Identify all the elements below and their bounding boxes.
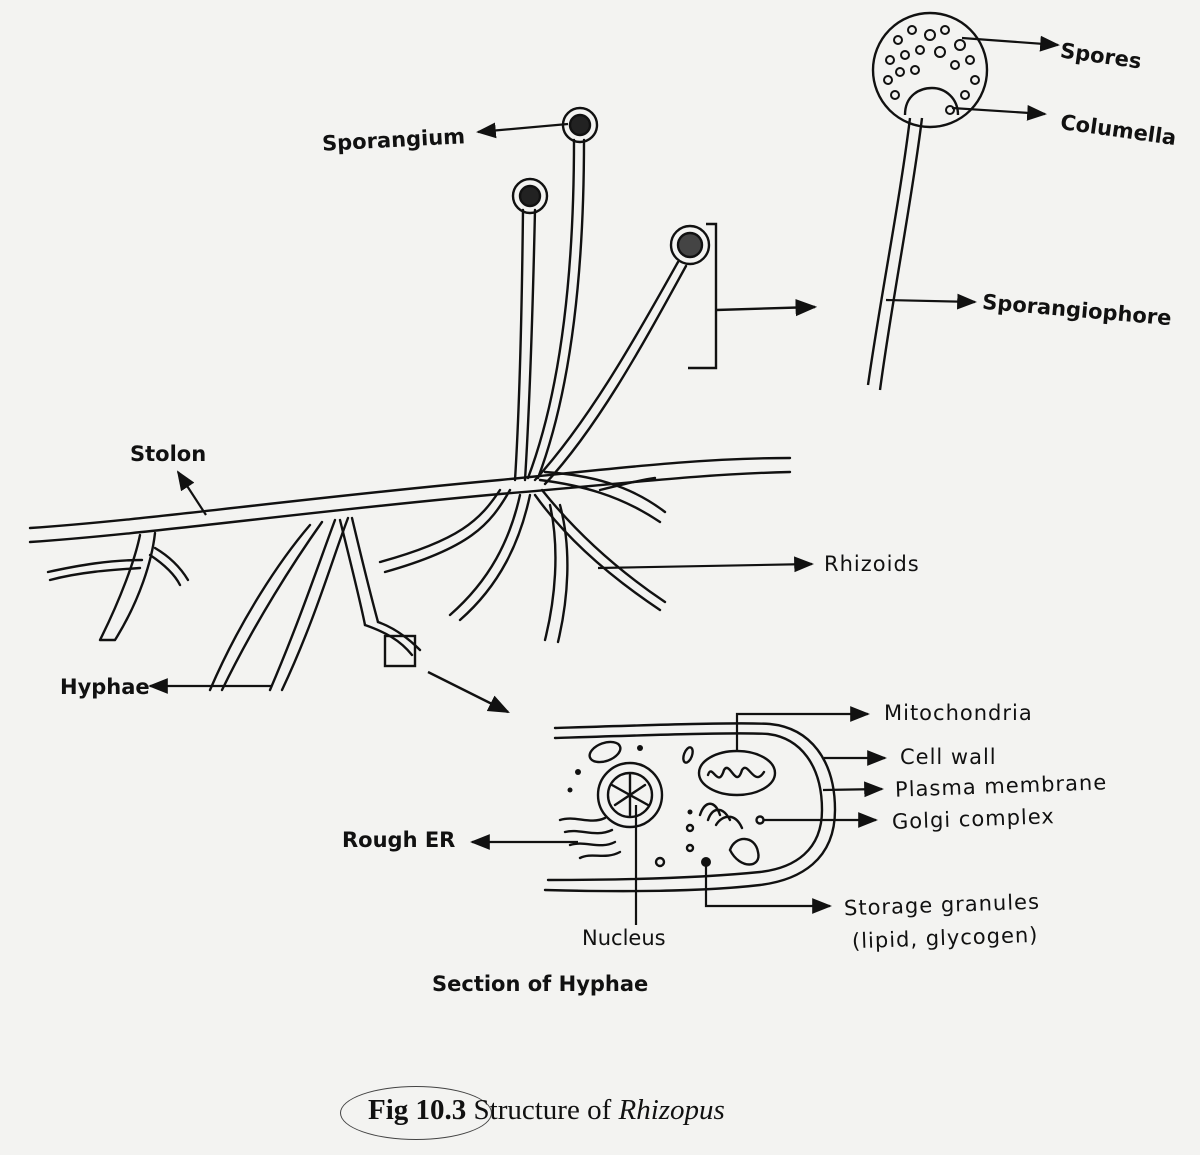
caption-organism: Rhizopus [618, 1094, 725, 1126]
stolon-upper-line [28, 456, 792, 530]
arrow-storage [704, 866, 832, 914]
label-cell-wall: Cell wall [900, 745, 997, 769]
label-hyphae: Hyphae [60, 675, 150, 699]
sporangiophore-middle [526, 138, 586, 480]
caption-number: Fig 10.3 [368, 1094, 467, 1126]
arrow-sporangium [476, 122, 569, 139]
caption-oval [340, 1086, 492, 1140]
arrow-sporangiophore [885, 293, 977, 310]
bracket [688, 222, 718, 370]
label-stolon: Stolon [130, 442, 207, 466]
hypha-section-inner [546, 732, 824, 882]
label-section-title: Section of Hyphae [432, 972, 649, 996]
rhizoid-cluster [378, 488, 512, 574]
vesicle-1 [588, 740, 622, 764]
stolon-lower-line [28, 470, 792, 544]
arrow-mitochondria [735, 706, 870, 752]
storage-granule [701, 857, 711, 867]
arrow-columella [951, 104, 1047, 121]
figure-caption: Fig 10.3 Structure of Rhizopus [368, 1094, 725, 1127]
left-rhizoid [98, 531, 157, 642]
label-rough-er: Rough ER [342, 828, 456, 852]
nucleus-shape [596, 761, 664, 829]
label-rhizoids: Rhizoids [824, 552, 920, 576]
enlarged-sporangium [871, 11, 989, 129]
label-nucleus: Nucleus [582, 926, 666, 950]
spores-cluster [883, 25, 980, 115]
arrow-plasma-membrane [822, 781, 884, 798]
inset-arrow [427, 670, 510, 714]
arrow-spores [961, 35, 1060, 52]
enlarged-sporangiophore [866, 117, 924, 391]
sporangium-left [511, 177, 549, 215]
arrow-rhizoids [597, 556, 814, 573]
rough-er-shape [558, 816, 622, 860]
golgi-shape [698, 802, 744, 830]
bracket-arrow [715, 298, 818, 317]
label-golgi-complex: Golgi complex [891, 804, 1056, 834]
hypha-section-outer [543, 722, 837, 893]
sporangiophore-left [513, 208, 537, 482]
columella-shape [903, 86, 960, 116]
sporangiophore-right [533, 260, 688, 486]
inset-box [383, 634, 417, 668]
sporangium-right [669, 224, 711, 266]
caption-text: Structure of [473, 1094, 612, 1126]
arrow-stolon [176, 470, 207, 516]
label-mitochondria: Mitochondria [884, 701, 1033, 725]
hypha-branch-1 [208, 520, 324, 692]
